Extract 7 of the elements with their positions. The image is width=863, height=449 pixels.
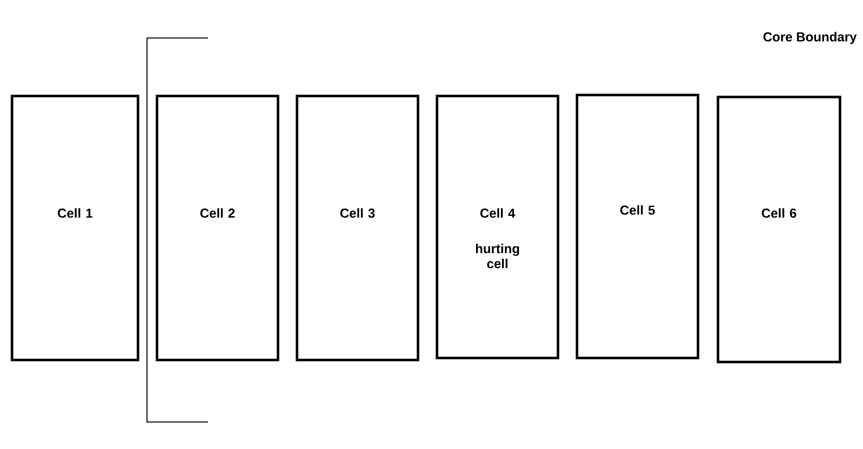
cell-box: Cell 5 <box>576 94 700 360</box>
boundary-label: Core Boundary <box>763 32 857 44</box>
cell-box: Cell 2 <box>156 94 280 362</box>
cell-box: Cell 4 hurting cell <box>436 94 560 360</box>
cell-box: Cell 1 <box>10 94 140 362</box>
cell-box: Cell 3 <box>296 94 420 362</box>
cell-box: Cell 6 <box>716 96 842 364</box>
